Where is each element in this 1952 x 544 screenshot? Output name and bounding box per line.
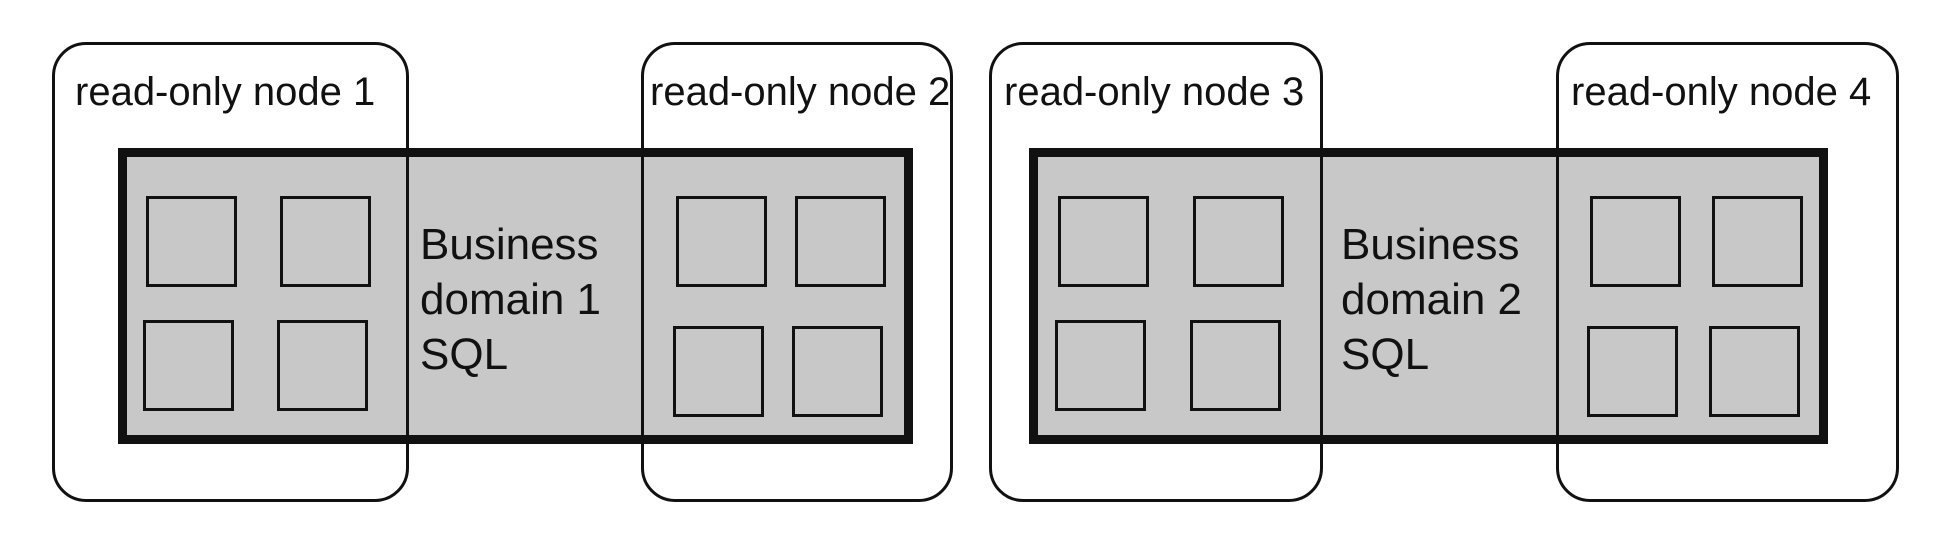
component-tile <box>1587 326 1678 417</box>
read-only-node-1: read-only node 1 <box>52 42 409 502</box>
component-tile <box>146 196 237 287</box>
component-tile <box>676 196 767 287</box>
domain-label-line: domain 1 <box>420 275 602 324</box>
component-tile <box>143 320 234 411</box>
domain-label-line: Business <box>1341 220 1520 269</box>
domain-label-line: Business <box>420 220 599 269</box>
component-tile <box>1055 320 1146 411</box>
component-tile <box>1193 196 1284 287</box>
component-tile <box>1590 196 1681 287</box>
read-only-node-2-label: read-only node 2 <box>650 70 951 114</box>
business-domain-2-label: Business domain 2 SQL <box>1341 217 1522 382</box>
business-domain-2-box <box>1029 148 1828 444</box>
component-tile <box>792 326 883 417</box>
domain-label-line: domain 2 <box>1341 275 1523 324</box>
domain-label-line: SQL <box>1341 330 1430 379</box>
read-only-node-3-label: read-only node 3 <box>1004 70 1305 114</box>
component-tile <box>1712 196 1803 287</box>
component-tile <box>1058 196 1149 287</box>
read-only-node-4: read-only node 4 <box>1556 42 1899 502</box>
read-only-node-3: read-only node 3 <box>989 42 1323 502</box>
component-tile <box>1190 320 1281 411</box>
read-only-node-2: read-only node 2 <box>641 42 953 502</box>
read-only-node-1-label: read-only node 1 <box>75 70 376 114</box>
component-tile <box>280 196 371 287</box>
component-tile <box>1709 326 1800 417</box>
domain-label-line: SQL <box>420 330 509 379</box>
component-tile <box>795 196 886 287</box>
business-domain-1-box <box>118 148 913 444</box>
component-tile <box>673 326 764 417</box>
read-only-node-4-label: read-only node 4 <box>1571 70 1872 114</box>
component-tile <box>277 320 368 411</box>
business-domain-1-label: Business domain 1 SQL <box>420 217 601 382</box>
